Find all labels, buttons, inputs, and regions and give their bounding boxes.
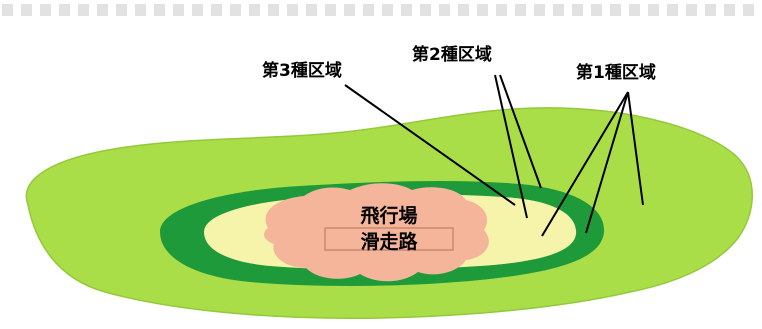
dash-segment	[97, 4, 108, 16]
dash-segment	[553, 4, 564, 16]
dash-segment	[230, 4, 241, 16]
leader-zone1-a	[541, 91, 629, 237]
dash-segment	[363, 4, 374, 16]
label-zone1: 第1種区域	[576, 62, 656, 83]
dash-segment	[306, 4, 317, 16]
label-runway: 滑走路	[360, 230, 418, 253]
dash-segment	[743, 4, 754, 16]
dash-segment	[705, 4, 716, 16]
dash-segment	[534, 4, 545, 16]
dash-segment	[59, 4, 70, 16]
dash-segment	[515, 4, 526, 16]
dash-segment	[211, 4, 222, 16]
dash-segment	[724, 4, 735, 16]
leader-zone1-b	[585, 91, 629, 234]
leader-zone3	[344, 84, 516, 206]
dash-segment	[610, 4, 621, 16]
dash-segment	[458, 4, 469, 16]
dash-segment	[496, 4, 507, 16]
dash-segment	[648, 4, 659, 16]
dash-segment	[344, 4, 355, 16]
label-zone3: 第3種区域	[262, 60, 342, 81]
leader-zone1-c	[627, 91, 644, 206]
dash-segment	[686, 4, 697, 16]
dash-segment	[667, 4, 678, 16]
dash-segment	[154, 4, 165, 16]
leader-zone2-a	[494, 74, 528, 219]
dash-segment	[629, 4, 640, 16]
dash-segment	[325, 4, 336, 16]
dash-segment	[2, 4, 13, 16]
dash-segment	[192, 4, 203, 16]
dash-segment	[401, 4, 412, 16]
dash-segment	[591, 4, 602, 16]
dash-segment	[420, 4, 431, 16]
dash-segment	[116, 4, 127, 16]
runway-rect	[324, 227, 454, 251]
top-dashed-border	[2, 4, 754, 16]
dash-segment	[135, 4, 146, 16]
label-airfield: 飛行場	[360, 204, 417, 227]
dash-segment	[572, 4, 583, 16]
airfield-region	[264, 183, 489, 282]
dash-segment	[249, 4, 260, 16]
dash-segment	[173, 4, 184, 16]
dash-segment	[268, 4, 279, 16]
dash-row	[2, 4, 754, 16]
dash-segment	[382, 4, 393, 16]
dash-segment	[21, 4, 32, 16]
dash-segment	[78, 4, 89, 16]
dash-segment	[40, 4, 51, 16]
leader-lines	[344, 74, 644, 237]
dash-segment	[477, 4, 488, 16]
dash-segment	[439, 4, 450, 16]
label-zone2: 第2種区域	[412, 44, 492, 65]
dash-segment	[287, 4, 298, 16]
leader-zone2-b	[499, 74, 542, 189]
